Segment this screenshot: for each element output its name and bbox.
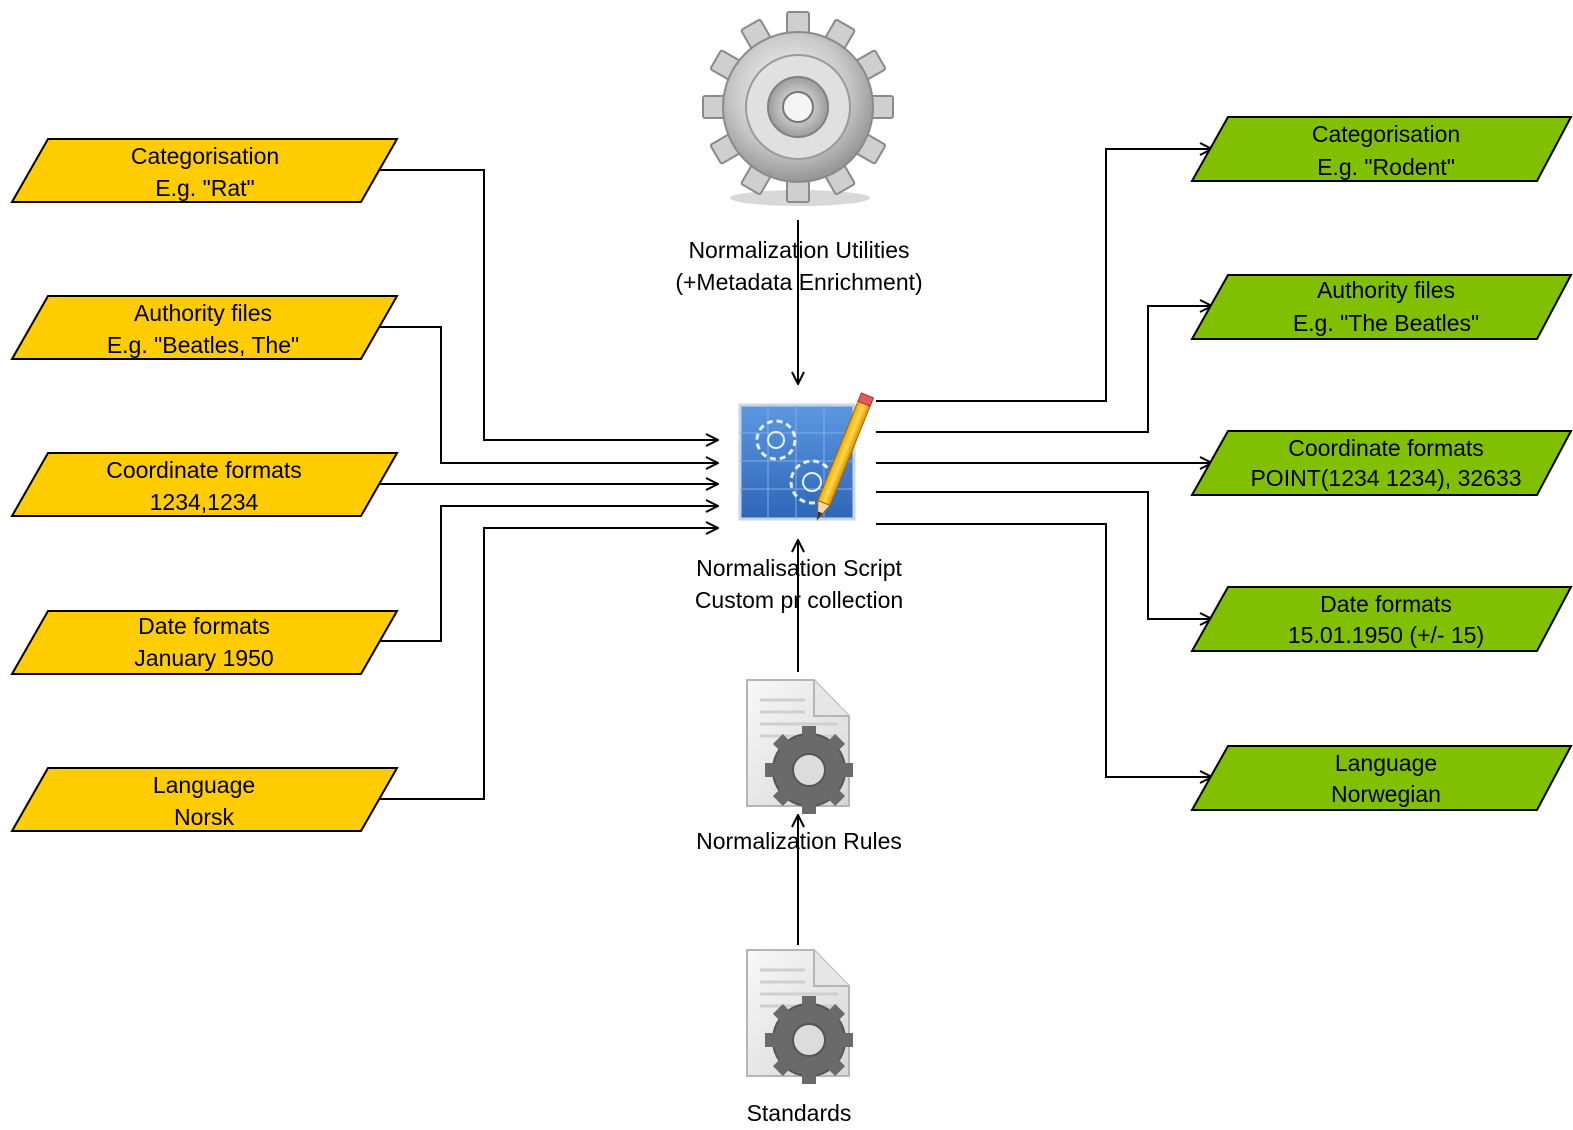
standards-label: Standards [747,1100,852,1126]
connector-authority-in [380,326,718,463]
input-box-authority-files: Authority files E.g. "Beatles, The" [10,295,399,360]
document-gear [765,996,853,1084]
input-box-categorisation: Categorisation E.g. "Rat" [10,138,399,203]
output-title: Date formats [1320,591,1452,617]
script-label: Normalisation Script [696,555,902,581]
output-box-authority-files: Authority files E.g. "The Beatles" [1190,274,1573,340]
connector-language-in [380,528,718,800]
input-example: 1234,1234 [150,489,259,515]
output-box-language: Language Norwegian [1190,745,1573,811]
input-shape [10,295,399,360]
blueprint-grid [740,405,854,519]
output-title: Categorisation [1312,121,1460,147]
output-connectors [876,149,1212,777]
blueprint-gear-2-hub [802,472,822,492]
input-example: January 1950 [134,645,273,671]
output-example: E.g. "Rodent" [1317,154,1455,180]
output-example: Norwegian [1331,781,1441,807]
blueprint-gear-1-hub [767,431,785,449]
input-shape [10,452,399,517]
normalization-utilities-node: Normalization Utilities (+Metadata Enric… [675,11,923,295]
input-boxes: Categorisation E.g. "Rat" Authority file… [10,138,399,832]
input-title: Date formats [138,613,270,639]
blueprint-pencil-icon [738,392,875,522]
output-box-date-formats: Date formats 15.01.1950 (+/- 15) [1190,586,1573,652]
output-title: Coordinate formats [1288,435,1484,461]
rules-label: Normalization Rules [696,828,902,854]
input-shape [10,610,399,675]
output-example: POINT(1234 1234), 32633 [1250,465,1521,491]
gear-document-icon [746,949,853,1084]
script-sublabel: Custom pr collection [695,587,903,613]
normalization-rules-node: Normalization Rules [696,679,902,854]
gear-document-icon [746,679,853,814]
output-example: 15.01.1950 (+/- 15) [1288,622,1484,648]
utilities-label: Normalization Utilities [688,237,909,263]
input-shape [10,767,399,832]
normalisation-script-node: Normalisation Script Custom pr collectio… [695,392,903,613]
document-gear [765,726,853,814]
output-title: Language [1335,750,1437,776]
output-shape [1190,586,1573,652]
input-box-date-formats: Date formats January 1950 [10,610,399,675]
utilities-sublabel: (+Metadata Enrichment) [675,269,922,295]
connector-categorisation-in [380,169,718,440]
connector-date-in [380,506,718,642]
input-title: Language [153,772,255,798]
connector-language-out [876,523,1212,777]
input-box-language: Language Norsk [10,767,399,832]
gear-hole [782,91,814,123]
document-fold [813,950,849,987]
output-box-categorisation: Categorisation E.g. "Rodent" [1190,116,1573,182]
input-example: E.g. "Beatles, The" [107,332,299,358]
document-fold [813,680,849,717]
output-shape [1190,274,1573,340]
input-box-coordinate-formats: Coordinate formats 1234,1234 [10,452,399,517]
connector-categorisation-out [876,149,1212,402]
input-title: Authority files [134,300,272,326]
gear-icon [702,11,894,206]
input-connectors [380,169,718,800]
input-title: Categorisation [131,143,279,169]
standards-node: Standards [746,949,853,1126]
blueprint-gear-1 [755,419,797,461]
output-shape [1190,745,1573,811]
input-shape [10,138,399,203]
output-boxes: Categorisation E.g. "Rodent" Authority f… [1190,116,1573,811]
input-example: E.g. "Rat" [155,175,254,201]
output-shape [1190,116,1573,182]
output-box-coordinate-formats: Coordinate formats POINT(1234 1234), 326… [1190,430,1573,496]
pencil [816,392,875,522]
output-example: E.g. "The Beatles" [1293,310,1479,336]
input-example: Norsk [174,804,235,830]
output-title: Authority files [1317,277,1455,303]
input-title: Coordinate formats [106,457,302,483]
connector-date-out [876,491,1212,619]
connector-authority-out [876,306,1212,433]
output-shape [1190,430,1573,496]
